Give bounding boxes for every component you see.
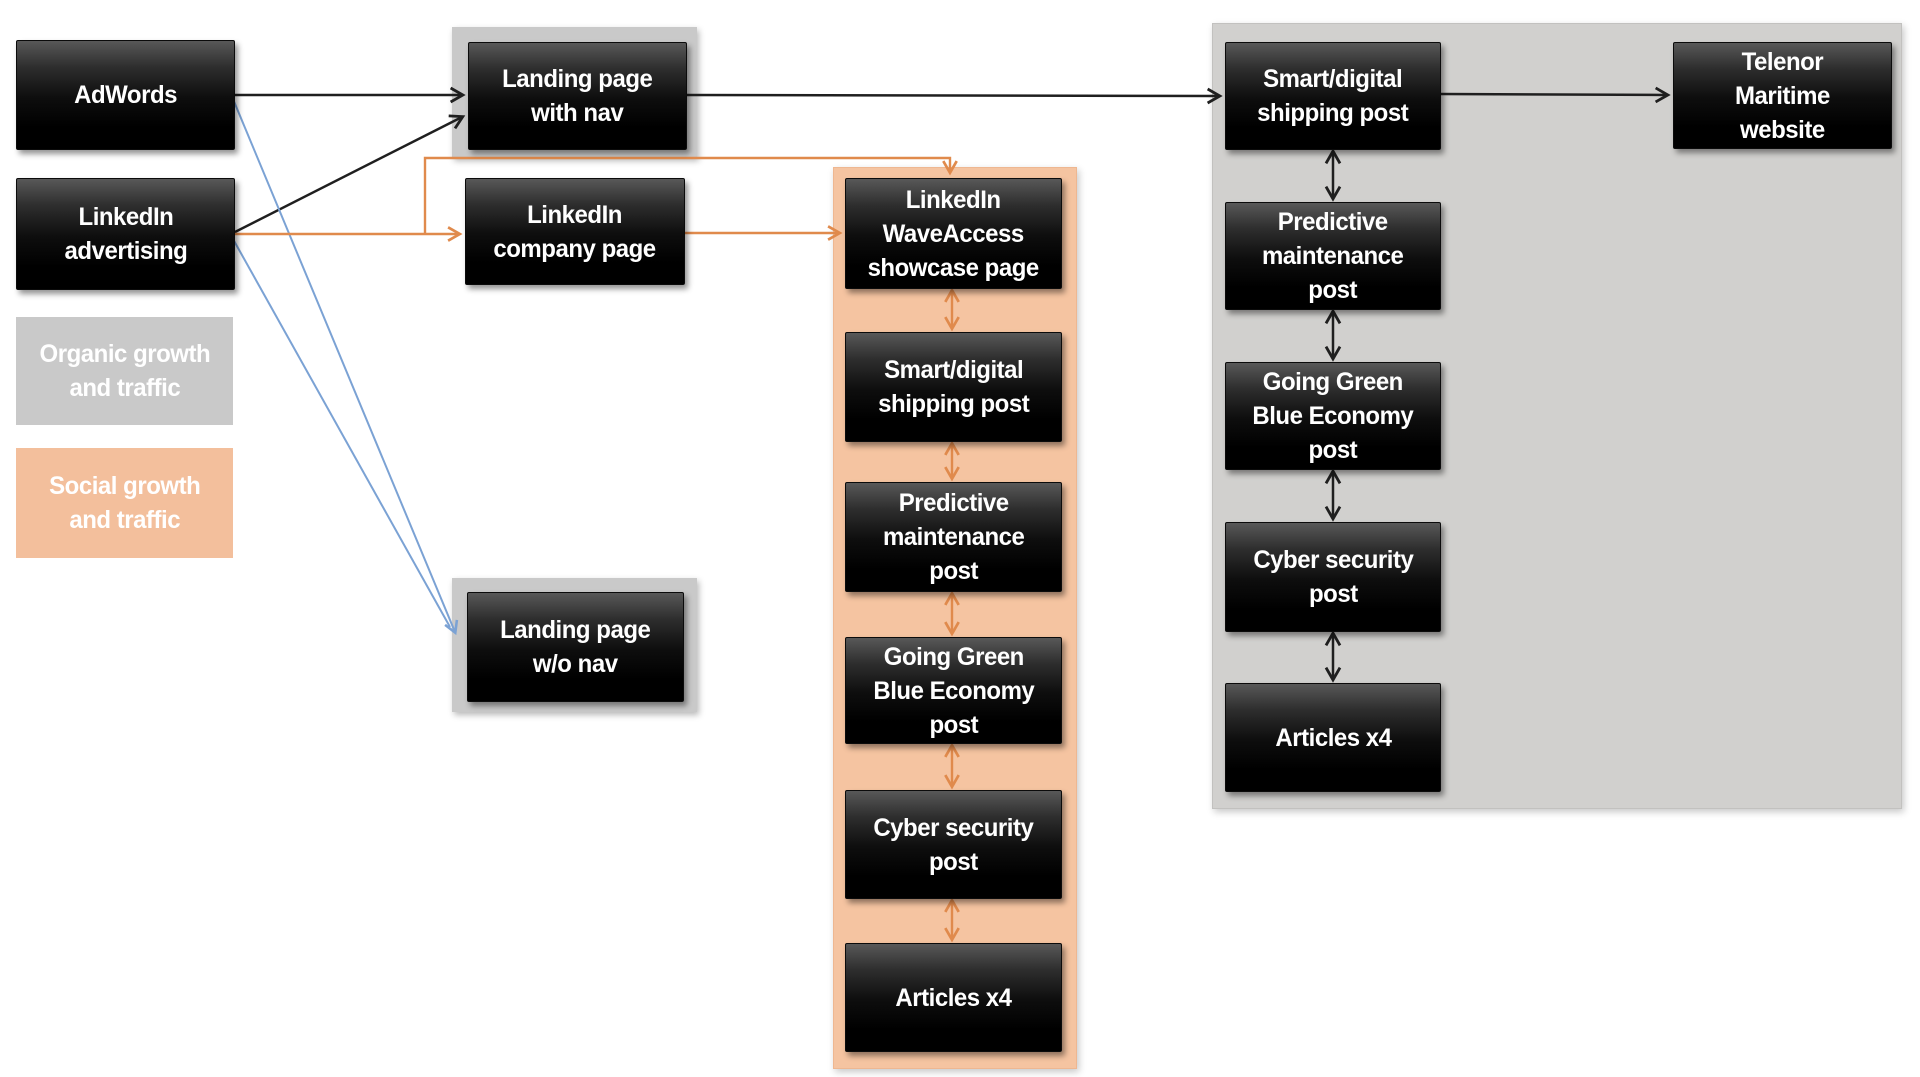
- legend-organic-growth-label: Organic growth and traffic: [39, 340, 210, 402]
- node-landing-page-with-nav: Landing page with nav: [468, 42, 687, 150]
- node-articles-x4-organic: Articles x4: [1225, 683, 1441, 792]
- node-landing-page-wo-nav-label: Landing page w/o nav: [500, 616, 651, 678]
- node-articles-x4-social-label: Articles x4: [895, 983, 1012, 1012]
- legend-social-growth: Social growth and traffic: [16, 448, 233, 558]
- node-wave-showcase-page: LinkedIn WaveAccess showcase page: [845, 178, 1062, 289]
- node-going-green-post-organic-label: Going Green Blue Economy post: [1252, 368, 1414, 464]
- arrow-landing-with-nav-to-smart-post: [685, 87, 1223, 105]
- node-adwords: AdWords: [16, 40, 235, 150]
- node-predictive-maintenance-post-organic: Predictive maintenance post: [1225, 202, 1441, 310]
- legend-organic-growth: Organic growth and traffic: [16, 317, 233, 425]
- arrow-linkedin-advertising-to-landing-wo-nav: [232, 238, 451, 628]
- node-predictive-maintenance-post-social: Predictive maintenance post: [845, 482, 1062, 592]
- node-linkedin-advertising: LinkedIn advertising: [16, 178, 235, 290]
- node-telenor-maritime-website: Telenor Maritime website: [1673, 42, 1892, 149]
- node-cyber-security-post-organic-label: Cyber security post: [1252, 546, 1414, 608]
- node-smart-shipping-post-organic-label: Smart/digital shipping post: [1257, 65, 1409, 127]
- node-cyber-security-post-social: Cyber security post: [845, 790, 1062, 899]
- node-telenor-maritime-website-label: Telenor Maritime website: [1735, 47, 1830, 144]
- arrow-adwords-to-landing-wo-nav: [232, 98, 459, 636]
- arrow-linkedin-advertising-to-wave-showcase: [423, 156, 958, 234]
- node-predictive-maintenance-post-organic-label: Predictive maintenance post: [1262, 208, 1404, 304]
- node-landing-page-wo-nav: Landing page w/o nav: [467, 592, 684, 702]
- node-wave-showcase-page-label: LinkedIn WaveAccess showcase page: [867, 185, 1040, 282]
- legend-social-growth-label: Social growth and traffic: [48, 472, 201, 534]
- node-smart-shipping-post-social-label: Smart/digital shipping post: [877, 356, 1030, 418]
- node-going-green-post-social-label: Going Green Blue Economy post: [873, 642, 1034, 739]
- node-going-green-post-social: Going Green Blue Economy post: [845, 637, 1062, 744]
- node-smart-shipping-post-organic: Smart/digital shipping post: [1225, 42, 1441, 150]
- node-linkedin-company-page: LinkedIn company page: [465, 178, 685, 285]
- node-articles-x4-social: Articles x4: [845, 943, 1062, 1052]
- arrow-linkedin-advertising-to-landing-with-nav: [232, 114, 466, 235]
- node-going-green-post-organic: Going Green Blue Economy post: [1225, 362, 1441, 470]
- node-predictive-maintenance-post-social-label: Predictive maintenance post: [882, 489, 1025, 585]
- node-smart-shipping-post-social: Smart/digital shipping post: [845, 332, 1062, 442]
- node-linkedin-company-page-label: LinkedIn company page: [493, 200, 657, 263]
- node-cyber-security-post-organic: Cyber security post: [1225, 522, 1441, 632]
- node-landing-page-with-nav-label: Landing page with nav: [502, 65, 653, 127]
- node-linkedin-advertising-label: LinkedIn advertising: [64, 203, 187, 265]
- arrow-smart-post-to-telenor-website: [1440, 86, 1671, 104]
- node-adwords-label: AdWords: [74, 81, 177, 109]
- node-cyber-security-post-social-label: Cyber security post: [873, 813, 1034, 876]
- node-articles-x4-organic-label: Articles x4: [1274, 723, 1392, 752]
